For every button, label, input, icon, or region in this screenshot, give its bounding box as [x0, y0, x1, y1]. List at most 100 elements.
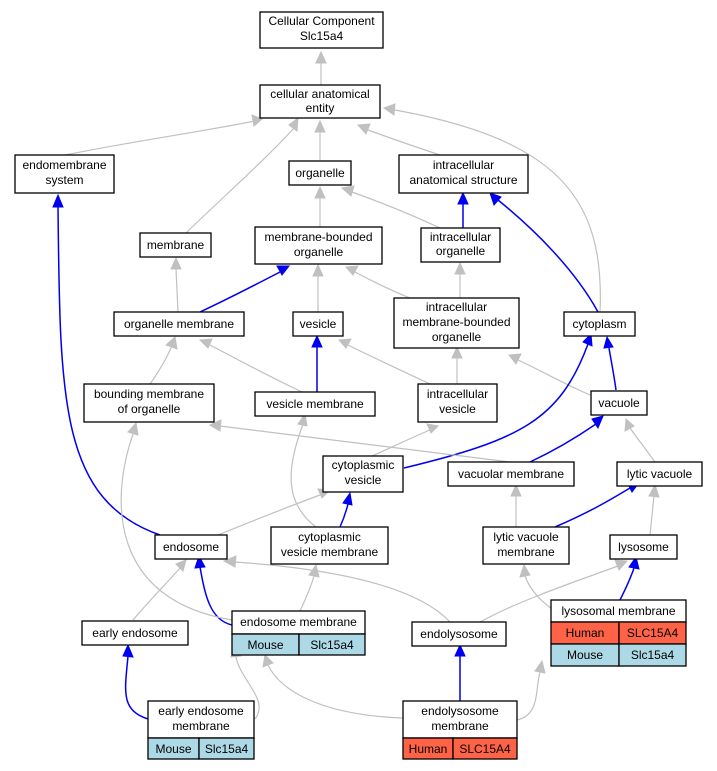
- node-cytoplasmic-vesicle-membrane[interactable]: cytoplasmic vesicle membrane: [270, 526, 389, 565]
- species-label: Mouse: [155, 742, 191, 756]
- node-intracellular-anatomical-structure[interactable]: intracellular anatomical structure: [398, 154, 529, 194]
- node-label: endomembrane: [22, 158, 106, 172]
- node-label: endolysosome: [421, 704, 499, 718]
- gene-label: Slc15a4: [205, 742, 249, 756]
- node-label: membrane: [172, 719, 230, 733]
- edge-bm-to-om: [149, 336, 178, 385]
- edge-cytoplasm-to-cae: [382, 103, 601, 313]
- node-label: vesicle membrane: [266, 397, 364, 411]
- edge-vacuole-to-cytoplasm: [603, 335, 617, 391]
- edge-organelle-to-cae: [314, 119, 326, 160]
- node-organelle[interactable]: organelle: [288, 160, 352, 186]
- node-lysosomal-membrane[interactable]: lysosomal membrane Human SLC15A4 Mouse S…: [550, 599, 687, 667]
- node-label: organelle membrane: [124, 317, 234, 331]
- node-label: early endosome: [92, 626, 178, 640]
- node-lysosome[interactable]: lysosome: [609, 534, 678, 560]
- edge-em-to-endosome: [194, 554, 233, 626]
- node-label: vesicle: [345, 473, 382, 487]
- edge-elm-to-endolysosome: [454, 643, 466, 701]
- node-lytic-vacuole[interactable]: lytic vacuole: [616, 461, 703, 487]
- node-endomembrane-system[interactable]: endomembrane system: [14, 154, 115, 194]
- species-label: Human: [566, 626, 605, 640]
- edge-lm-to-lvm: [519, 563, 554, 611]
- edge-vesicle-to-mbo: [312, 263, 324, 312]
- node-cytoplasmic-vesicle[interactable]: cytoplasmic vesicle: [322, 455, 404, 493]
- edge-imbo-to-io: [454, 261, 466, 298]
- node-intracellular-organelle[interactable]: intracellular organelle: [420, 227, 501, 263]
- nodes: Cellular Component Slc15a4 cellular anat…: [14, 11, 703, 760]
- node-label: bounding membrane: [94, 387, 204, 401]
- node-label: vesicle: [439, 402, 476, 416]
- node-label: entity: [306, 101, 335, 115]
- gene-label: SLC15A4: [459, 742, 511, 756]
- node-cellular-anatomical-entity[interactable]: cellular anatomical entity: [259, 84, 381, 119]
- edge-cvm-to-cv: [339, 491, 353, 528]
- node-label: organelle: [436, 244, 486, 258]
- edge-vacm-to-vacuole: [529, 415, 604, 463]
- node-vacuolar-membrane[interactable]: vacuolar membrane: [447, 461, 575, 487]
- species-label: Mouse: [567, 648, 603, 662]
- edge-em-to-cvm: [299, 563, 320, 612]
- edge-vacuole-to-imbo: [508, 353, 591, 396]
- edge-cv-to-iv: [371, 423, 440, 457]
- node-label: membrane: [147, 238, 205, 252]
- node-label: endosome membrane: [240, 615, 357, 629]
- node-intracellular-vesicle[interactable]: intracellular vesicle: [417, 383, 498, 423]
- node-endosome[interactable]: endosome: [154, 534, 228, 560]
- node-label: membrane-bounded: [264, 230, 372, 244]
- node-early-endosome[interactable]: early endosome: [81, 620, 189, 646]
- node-label: organelle: [294, 245, 344, 259]
- edge-io-to-organelle: [340, 185, 441, 229]
- gene-label: SLC15A4: [627, 626, 679, 640]
- node-cellular-component-slc15a4[interactable]: Cellular Component Slc15a4: [259, 11, 384, 49]
- edge-cae-to-root: [315, 50, 327, 85]
- node-intracellular-membrane-bounded-organelle[interactable]: intracellular membrane-bounded organelle: [393, 297, 520, 349]
- edge-cytoplasm-to-ias: [489, 192, 599, 313]
- node-label: intracellular: [430, 230, 491, 244]
- node-endolysosome-membrane[interactable]: endolysosome membrane Human SLC15A4: [402, 700, 518, 760]
- node-early-endosome-membrane[interactable]: early endosome membrane Mouse Slc15a4: [147, 700, 255, 760]
- node-vacuole[interactable]: vacuole: [590, 390, 648, 416]
- node-label: cytoplasmic: [298, 530, 361, 544]
- node-cytoplasm[interactable]: cytoplasm: [563, 311, 636, 337]
- node-label: vacuolar membrane: [458, 467, 564, 481]
- node-organelle-membrane[interactable]: organelle membrane: [113, 311, 245, 337]
- node-endosome-membrane[interactable]: endosome membrane Mouse Slc15a4: [231, 610, 366, 656]
- edge-em-to-bm: [120, 421, 233, 621]
- edge-io-to-ias: [457, 191, 469, 228]
- node-label: Slc15a4: [300, 29, 344, 43]
- node-label: cytoplasmic: [332, 458, 395, 472]
- edge-om-to-mbo: [199, 265, 291, 313]
- edge-lvm-to-lv: [554, 481, 639, 528]
- node-label: organelle: [432, 330, 482, 344]
- node-lytic-vacuole-membrane[interactable]: lytic vacuole membrane: [482, 526, 570, 565]
- edge-elm-to-em: [262, 653, 404, 719]
- node-vesicle-membrane[interactable]: vesicle membrane: [254, 391, 376, 417]
- edge-eem-to-ee: [122, 643, 149, 720]
- node-label: membrane: [497, 545, 555, 559]
- edges: [52, 50, 660, 721]
- node-label: membrane: [431, 719, 489, 733]
- node-label: Cellular Component: [268, 14, 375, 28]
- edge-cv-to-cytoplasm: [403, 332, 593, 469]
- node-label: system: [45, 173, 83, 187]
- node-membrane-bounded-organelle[interactable]: membrane-bounded organelle: [254, 226, 383, 265]
- edge-mbo-to-organelle: [314, 185, 326, 227]
- species-label: Mouse: [247, 638, 283, 652]
- node-label: intracellular: [426, 300, 487, 314]
- edge-vacm-to-bm: [208, 419, 511, 463]
- edge-om-to-membrane: [170, 256, 182, 313]
- node-label: vacuole: [598, 396, 640, 410]
- node-label: cellular anatomical: [270, 87, 369, 101]
- edge-iv-to-imbo: [451, 345, 463, 384]
- node-vesicle[interactable]: vesicle: [292, 311, 344, 337]
- edge-endolysosome-to-lysosome: [479, 559, 629, 623]
- node-endolysosome[interactable]: endolysosome: [411, 621, 507, 647]
- node-bounding-membrane-of-organelle[interactable]: bounding membrane of organelle: [83, 383, 215, 423]
- node-label: lytic vacuole: [493, 530, 559, 544]
- node-membrane[interactable]: membrane: [139, 232, 212, 258]
- edge-iv-to-vesicle: [337, 338, 431, 385]
- edge-endosome-to-ems: [52, 193, 161, 536]
- edge-lysosome-to-lv: [648, 483, 660, 536]
- node-label: intracellular: [427, 387, 488, 401]
